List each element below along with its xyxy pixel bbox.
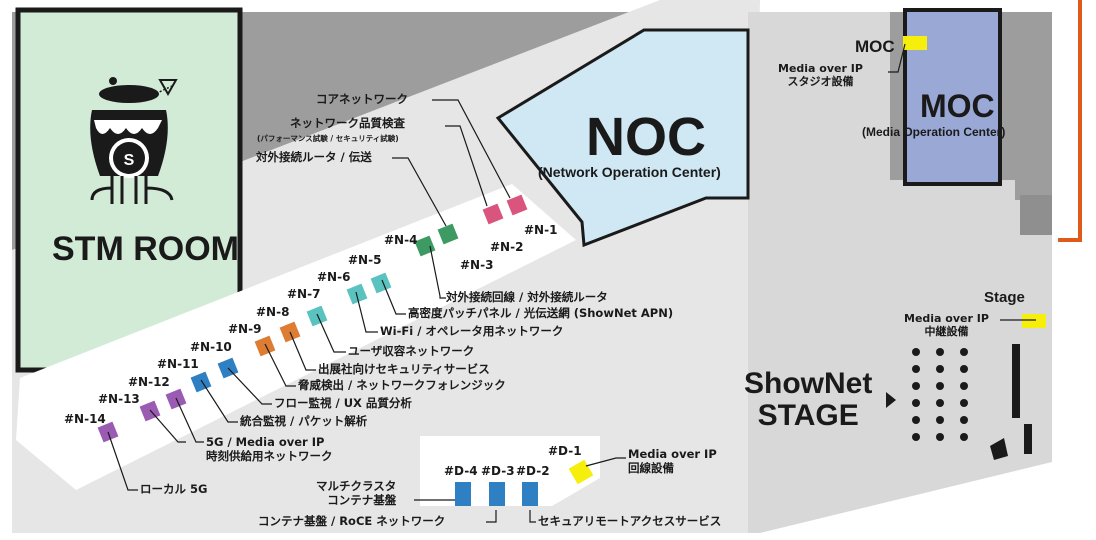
noc-title: NOC — [586, 107, 706, 167]
moc-tag: MOC — [855, 37, 895, 56]
rack-label-n14: #N-14 — [64, 412, 106, 426]
rack-label-d3: #D-3 — [481, 464, 515, 478]
label-flow: フロー監視 / UX 品質分析 — [274, 396, 412, 410]
label-wifi: Wi-Fi / オペレータ用ネットワーク — [380, 324, 564, 338]
stm-pot-icon: S — [90, 77, 178, 204]
label-quality-sub: (パフォーマンス試験 / セキュリティ試験) — [257, 134, 399, 143]
label-multicluster: マルチクラスタ コンテナ基盤 — [316, 479, 397, 507]
stage-screen — [1012, 344, 1020, 418]
moc-title: MOC — [920, 88, 995, 124]
rack-n2[interactable] — [482, 203, 504, 225]
moc-marker — [903, 36, 927, 50]
rack-n9[interactable] — [254, 335, 276, 357]
noc-room — [495, 28, 750, 248]
label-quality: ネットワーク品質検査 — [290, 116, 405, 130]
leader-lines — [107, 43, 1036, 523]
label-secure-remote: セキュアリモートアクセスサービス — [538, 514, 722, 528]
orange-path — [1058, 0, 1082, 242]
rack-label-n3: #N-3 — [460, 258, 494, 272]
rack-n5[interactable] — [370, 272, 392, 294]
stm-room-title: STM ROOM — [52, 230, 239, 268]
rack-label-n4: #N-4 — [384, 233, 418, 247]
noc-subtitle: (Network Operation Center) — [538, 164, 721, 180]
stage-marker — [1022, 314, 1046, 328]
stage-title: ShowNet STAGE — [744, 367, 873, 432]
stage-arrow-icon — [886, 392, 896, 408]
camera-icon — [990, 438, 1008, 460]
rack-label-n10: #N-10 — [190, 340, 232, 354]
stage-podium — [1024, 424, 1032, 454]
label-user: ユーザ収容ネットワーク — [348, 344, 475, 358]
rack-d3[interactable] — [489, 482, 505, 506]
stage-tag: Stage — [984, 289, 1025, 306]
label-fiveg: 5G / Media over IP 時刻供給用ネットワーク — [206, 435, 333, 463]
rack-label-n2: #N-2 — [490, 240, 524, 254]
rack-n4[interactable] — [414, 235, 436, 257]
rack-n7[interactable] — [306, 305, 328, 327]
rack-label-d4: #D-4 — [444, 464, 478, 478]
label-container: コンテナ基盤 / RoCE ネットワーク — [258, 514, 446, 528]
rack-label-n13: #N-13 — [98, 392, 140, 406]
rack-label-n12: #N-12 — [128, 375, 170, 389]
rack-label-n8: #N-8 — [256, 305, 290, 319]
rack-d2[interactable] — [522, 482, 538, 506]
rack-label-n6: #N-6 — [317, 270, 351, 284]
rack-label-d2: #D-2 — [516, 464, 550, 478]
label-threat: 脅威検出 / ネットワークフォレンジック — [298, 378, 506, 392]
svg-text:S: S — [124, 152, 135, 169]
d-racks — [455, 459, 594, 506]
rack-label-d1: #D-1 — [548, 444, 582, 458]
moc-subtitle: (Media Operation Center) — [862, 125, 1006, 139]
label-patch: 高密度パッチパネル / 光伝送網 (ShowNet APN) — [408, 306, 674, 320]
label-external: 対外接続回線 / 対外接続ルータ — [446, 290, 608, 304]
rack-label-n9: #N-9 — [228, 322, 262, 336]
rack-n1[interactable] — [506, 194, 528, 216]
label-router-transit: 対外接続ルータ / 伝送 — [256, 150, 372, 164]
label-integrated: 統合監視 / パケット解析 — [240, 414, 368, 428]
moc-shadow-edge — [1020, 195, 1052, 235]
moc-tag-desc: Media over IP スタジオ設備 — [778, 62, 863, 89]
rack-label-n5: #N-5 — [348, 253, 382, 267]
rack-d4[interactable] — [455, 482, 471, 506]
rack-label-n7: #N-7 — [287, 287, 321, 301]
stage-tag-desc: Media over IP 中継設備 — [904, 312, 989, 339]
label-local5g: ローカル 5G — [140, 482, 208, 496]
rack-label-n11: #N-11 — [157, 357, 199, 371]
rack-n3[interactable] — [437, 223, 459, 245]
rack-label-n1: #N-1 — [524, 223, 558, 237]
stage-seats — [912, 348, 968, 441]
label-core: コアネットワーク — [316, 92, 408, 106]
label-security: 出展社向けセキュリティサービス — [318, 362, 490, 376]
label-moip: Media over IP 回線設備 — [628, 447, 717, 475]
